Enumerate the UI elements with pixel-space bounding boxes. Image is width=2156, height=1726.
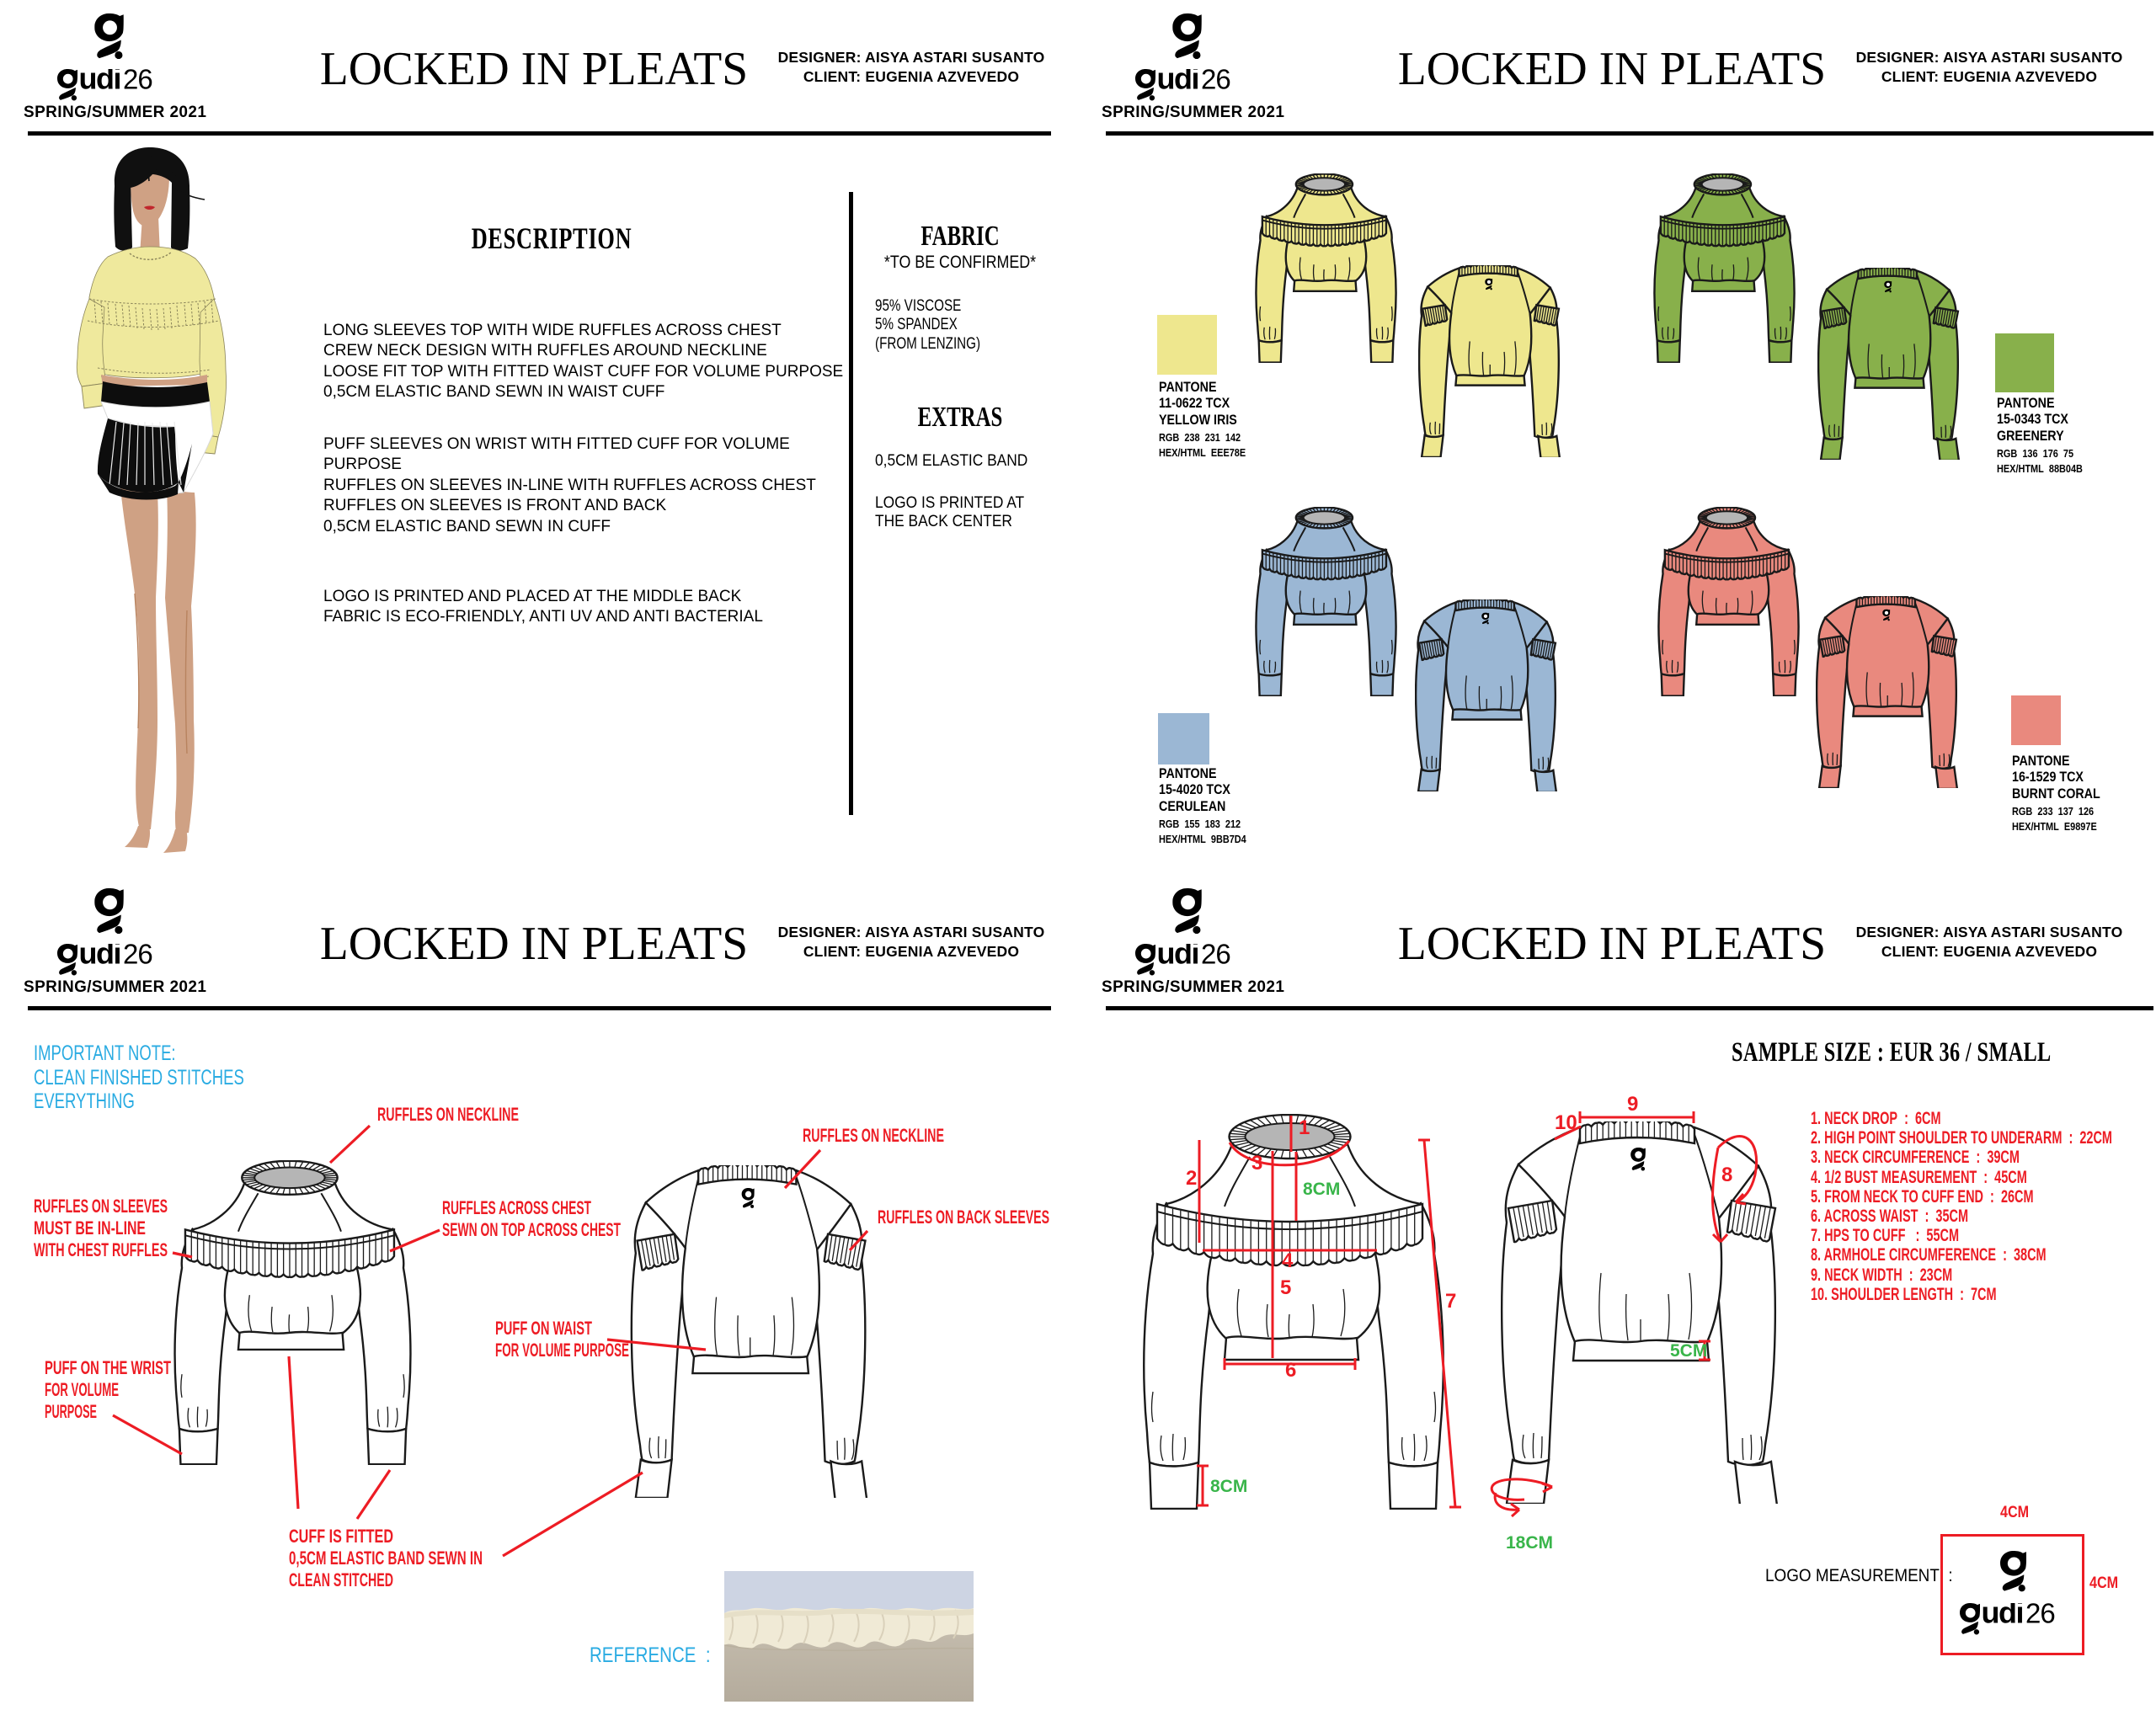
svg-text:4: 4 <box>1282 1249 1294 1272</box>
svg-text:2: 2 <box>1186 1167 1197 1190</box>
svg-text:udi: udi <box>79 69 120 96</box>
svg-text:CUFF IS FITTED: CUFF IS FITTED <box>289 1526 393 1547</box>
svg-text:FOR VOLUME PURPOSE: FOR VOLUME PURPOSE <box>495 1340 629 1361</box>
svg-text:udi: udi <box>1157 69 1198 96</box>
svg-text:WITH CHEST RUFFLES: WITH CHEST RUFFLES <box>34 1239 168 1260</box>
svg-text:26: 26 <box>1201 69 1230 95</box>
svg-text:7: 7 <box>1445 1290 1456 1313</box>
svg-text:26: 26 <box>123 69 152 95</box>
svg-text:8: 8 <box>1721 1164 1732 1186</box>
svg-text:udi: udi <box>1982 1603 2023 1630</box>
svg-text:5: 5 <box>1280 1276 1291 1299</box>
svg-text:10: 10 <box>1555 1111 1577 1134</box>
svg-text:PUFF ON WAIST: PUFF ON WAIST <box>495 1318 592 1339</box>
svg-text:8CM: 8CM <box>1210 1477 1247 1496</box>
svg-text:18CM: 18CM <box>1506 1533 1553 1553</box>
svg-text:RUFFLES ON NECKLINE: RUFFLES ON NECKLINE <box>803 1125 944 1146</box>
svg-text:26: 26 <box>1201 944 1230 970</box>
svg-text:0,5CM ELASTIC BAND SEWN IN: 0,5CM ELASTIC BAND SEWN IN <box>289 1548 483 1569</box>
svg-text:RUFFLES ON SLEEVES: RUFFLES ON SLEEVES <box>34 1196 168 1217</box>
svg-text:RUFFLES ACROSS CHEST: RUFFLES ACROSS CHEST <box>442 1197 591 1218</box>
svg-text:MUST BE IN-LINE: MUST BE IN-LINE <box>34 1217 146 1239</box>
svg-text:26: 26 <box>123 944 152 970</box>
svg-text:1: 1 <box>1299 1116 1310 1139</box>
svg-text:udi: udi <box>1157 944 1198 971</box>
svg-text:CLEAN STITCHED: CLEAN STITCHED <box>289 1569 393 1590</box>
svg-text:5CM: 5CM <box>1670 1341 1707 1361</box>
svg-text:8CM: 8CM <box>1303 1180 1340 1199</box>
svg-text:RUFFLES ON NECKLINE: RUFFLES ON NECKLINE <box>377 1104 519 1125</box>
svg-text:9: 9 <box>1627 1093 1638 1116</box>
svg-text:FOR VOLUME: FOR VOLUME <box>45 1379 119 1400</box>
svg-text:PURPOSE: PURPOSE <box>45 1401 97 1422</box>
svg-text:PUFF ON THE WRIST: PUFF ON THE WRIST <box>45 1357 171 1378</box>
svg-text:26: 26 <box>2025 1603 2055 1629</box>
svg-text:SEWN ON TOP ACROSS CHEST: SEWN ON TOP ACROSS CHEST <box>442 1219 621 1240</box>
svg-text:udi: udi <box>79 944 120 971</box>
svg-text:3: 3 <box>1251 1152 1262 1175</box>
svg-text:RUFFLES ON BACK SLEEVES: RUFFLES ON BACK SLEEVES <box>878 1207 1049 1228</box>
svg-text:6: 6 <box>1285 1359 1296 1382</box>
